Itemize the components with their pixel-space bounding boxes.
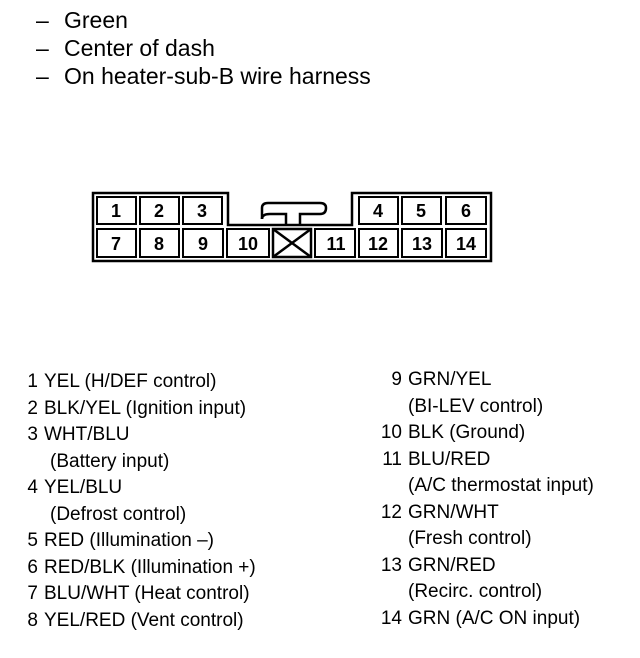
pin-entry-13: 13 GRN/RED (Recirc. control) bbox=[372, 553, 594, 606]
pin-number: 11 bbox=[382, 448, 402, 470]
pin-description: BLK (Ground) bbox=[408, 422, 526, 443]
pin-number: 9 bbox=[391, 369, 402, 390]
pin-entry-5: 5 RED (Illumination –) bbox=[26, 528, 256, 555]
pin-description: BLK/YEL (Ignition input) bbox=[44, 397, 247, 419]
connector-notes: –Green –Center of dash –On heater-sub-B … bbox=[36, 6, 371, 90]
pin-entry-9: 9 GRN/YEL (BI-LEV control) bbox=[372, 367, 594, 420]
pin-8-label: 8 bbox=[154, 234, 164, 254]
pin-number: 3 bbox=[27, 424, 38, 445]
pin-description: BLU/WHT (Heat control) bbox=[44, 583, 250, 604]
pin-8-cell: 8 bbox=[139, 228, 180, 258]
pin-entry-7: 7 BLU/WHT (Heat control) bbox=[26, 581, 256, 608]
blank-cell bbox=[271, 227, 313, 259]
pin-entry-10: 10 BLK (Ground) bbox=[372, 420, 594, 447]
locking-tab bbox=[260, 201, 328, 224]
pin-description: YEL (H/DEF control) bbox=[44, 371, 217, 392]
pin-12-label: 12 bbox=[368, 234, 388, 254]
pin-number: 10 bbox=[380, 422, 402, 443]
note-dash: – bbox=[36, 7, 49, 33]
pin-9-label: 9 bbox=[198, 234, 208, 254]
pin-1-cell: 1 bbox=[96, 196, 137, 225]
pin-entry-2: 2 BLK/YEL (Ignition input) bbox=[26, 396, 256, 423]
note-dash: – bbox=[36, 63, 49, 89]
pin-11-label: 11 bbox=[326, 234, 345, 254]
locking-tab-left bbox=[260, 212, 288, 224]
pin-14-label: 14 bbox=[456, 234, 476, 254]
pin-entry-12: 12 GRN/WHT (Fresh control) bbox=[372, 500, 594, 553]
pin-description-cont: (A/C thermostat input) bbox=[408, 475, 594, 496]
pin-number: 2 bbox=[27, 397, 38, 419]
pin-entry-1: 1 YEL (H/DEF control) bbox=[26, 369, 256, 396]
pin-4-cell: 4 bbox=[358, 196, 399, 225]
pin-description: GRN/YEL bbox=[408, 369, 492, 390]
pin-4-label: 4 bbox=[373, 201, 383, 221]
pin-description: GRN/RED bbox=[408, 554, 496, 576]
pin-7-cell: 7 bbox=[96, 228, 137, 258]
pin-list-left: 1 YEL (H/DEF control) 2 BLK/YEL (Ignition … bbox=[26, 369, 256, 635]
pin-entry-14: 14 GRN (A/C ON input) bbox=[372, 606, 594, 633]
pin-6-label: 6 bbox=[461, 201, 471, 221]
pin-description: YEL/BLU bbox=[44, 477, 123, 498]
pin-description-cont: (Battery input) bbox=[50, 450, 170, 472]
pin-11-cell: 11 bbox=[314, 228, 356, 258]
pin-number: 12 bbox=[380, 501, 402, 523]
pin-9-cell: 9 bbox=[182, 228, 224, 258]
pin-number: 13 bbox=[380, 554, 402, 576]
note-location: –Center of dash bbox=[36, 34, 371, 62]
pin-entry-11: 11 BLU/RED (A/C thermostat input) bbox=[372, 447, 594, 500]
note-color: –Green bbox=[36, 6, 371, 34]
pin-14-cell: 14 bbox=[445, 228, 487, 258]
pin-entry-8: 8 YEL/RED (Vent control) bbox=[26, 608, 256, 635]
pin-number: 1 bbox=[27, 371, 38, 392]
pin-number: 14 bbox=[380, 607, 402, 629]
pin-number: 5 bbox=[27, 530, 38, 551]
pin-entry-6: 6 RED/BLK (Illumination +) bbox=[26, 555, 256, 582]
note-dash: – bbox=[36, 35, 49, 61]
pin-3-label: 3 bbox=[197, 201, 207, 221]
pin-list-right: 9 GRN/YEL (BI-LEV control) 10 BLK (Ground)… bbox=[372, 367, 594, 632]
pin-number: 6 bbox=[27, 556, 38, 578]
pin-description-cont: (Recirc. control) bbox=[408, 581, 543, 602]
pin-description: YEL/RED (Vent control) bbox=[44, 609, 244, 631]
note-text: Center of dash bbox=[64, 35, 215, 61]
pin-description-cont: (Fresh control) bbox=[408, 528, 532, 549]
pin-number: 4 bbox=[27, 477, 38, 498]
pin-2-label: 2 bbox=[154, 201, 164, 221]
pin-description: RED/BLK (Illumination +) bbox=[44, 556, 256, 578]
pin-7-label: 7 bbox=[111, 234, 121, 254]
pin-13-label: 13 bbox=[412, 234, 432, 254]
pin-5-label: 5 bbox=[416, 201, 426, 221]
pin-1-label: 1 bbox=[111, 201, 121, 221]
pin-10-label: 10 bbox=[238, 234, 258, 254]
pin-description: WHT/BLU bbox=[44, 424, 130, 445]
pin-number: 8 bbox=[27, 609, 38, 631]
pin-3-cell: 3 bbox=[182, 196, 223, 225]
note-harness: –On heater-sub-B wire harness bbox=[36, 62, 371, 90]
pin-13-cell: 13 bbox=[401, 228, 443, 258]
pin-number: 7 bbox=[27, 583, 38, 604]
pin-description: GRN (A/C ON input) bbox=[408, 607, 581, 629]
pin-12-cell: 12 bbox=[358, 228, 399, 258]
pin-entry-4: 4 YEL/BLU (Defrost control) bbox=[26, 475, 256, 528]
note-text: Green bbox=[64, 7, 128, 33]
pin-description-cont: (Defrost control) bbox=[50, 503, 187, 525]
pin-description: RED (Illumination –) bbox=[44, 530, 214, 551]
note-text: On heater-sub-B wire harness bbox=[64, 63, 371, 89]
connector-housing bbox=[91, 191, 493, 263]
pin-2-cell: 2 bbox=[139, 196, 180, 225]
pin-description: BLU/RED bbox=[408, 448, 491, 470]
pin-5-cell: 5 bbox=[401, 196, 442, 225]
pin-10-cell: 10 bbox=[226, 228, 270, 258]
blank-cross bbox=[272, 227, 312, 259]
pin-6-cell: 6 bbox=[445, 196, 487, 225]
pin-description-cont: (BI-LEV control) bbox=[408, 395, 544, 417]
pin-entry-3: 3 WHT/BLU (Battery input) bbox=[26, 422, 256, 475]
pin-description: GRN/WHT bbox=[408, 501, 499, 523]
